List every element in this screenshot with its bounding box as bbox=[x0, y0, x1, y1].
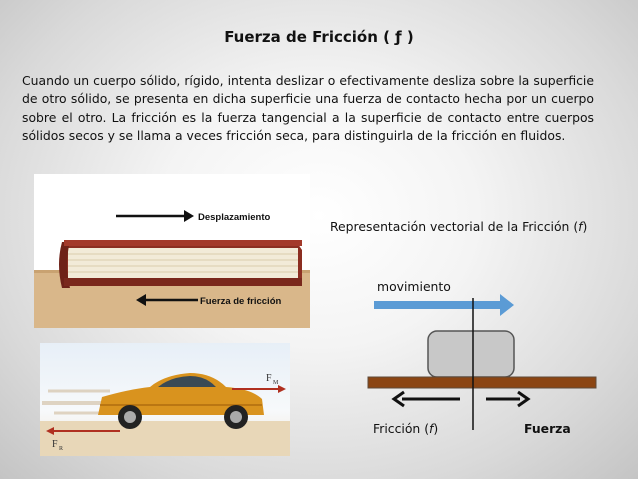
car-friction-image: F M F R bbox=[40, 343, 290, 456]
friction-arrow-icon bbox=[136, 294, 198, 306]
intro-paragraph: Cuando un cuerpo sólido, rígido, intenta… bbox=[22, 73, 594, 144]
book-illustration: Desplazamiento Fuerza de fricción bbox=[34, 174, 310, 328]
diagram-title-suffix: ) bbox=[582, 219, 588, 234]
force-label: Fuerza bbox=[524, 421, 571, 436]
book-label-top: Desplazamiento bbox=[198, 212, 271, 223]
book-icon bbox=[59, 240, 302, 288]
motor-force-arrow-icon bbox=[232, 385, 286, 393]
car-icon bbox=[98, 373, 264, 429]
diagram-title-prefix: Representación vectorial de la Fricción … bbox=[330, 219, 579, 234]
friction-label-prefix: Fricción ( bbox=[373, 421, 430, 436]
applied-force-arrow-icon bbox=[486, 390, 531, 408]
slide-title: Fuerza de Fricción ( ƒ ) bbox=[224, 28, 414, 46]
friction-label-suffix: ) bbox=[433, 421, 439, 436]
block-shape bbox=[427, 330, 515, 378]
friction-vector-diagram bbox=[367, 294, 597, 430]
car-illustration: F M F R bbox=[40, 373, 290, 456]
book-label-bottom: Fuerza de fricción bbox=[200, 296, 281, 307]
diagram-title: Representación vectorial de la Fricción … bbox=[330, 219, 610, 234]
car-label-fr: F bbox=[52, 439, 58, 450]
friction-label-var: f bbox=[429, 421, 434, 436]
book-friction-image: Desplazamiento Fuerza de fricción bbox=[34, 174, 310, 328]
car-label-fm-sub: M bbox=[273, 380, 279, 386]
motion-label: movimiento bbox=[377, 279, 451, 294]
car-label-fr-sub: R bbox=[59, 446, 63, 452]
friction-vector-arrow-icon bbox=[391, 390, 460, 408]
friction-label: Fricción (f) bbox=[373, 421, 438, 436]
motion-arrow-icon bbox=[374, 294, 514, 316]
diagram-title-var: f bbox=[578, 219, 583, 234]
surface-bar bbox=[367, 376, 597, 389]
displacement-arrow-icon bbox=[116, 210, 194, 222]
car-label-fm: F bbox=[266, 373, 272, 384]
road-friction-arrow-icon bbox=[46, 427, 120, 435]
